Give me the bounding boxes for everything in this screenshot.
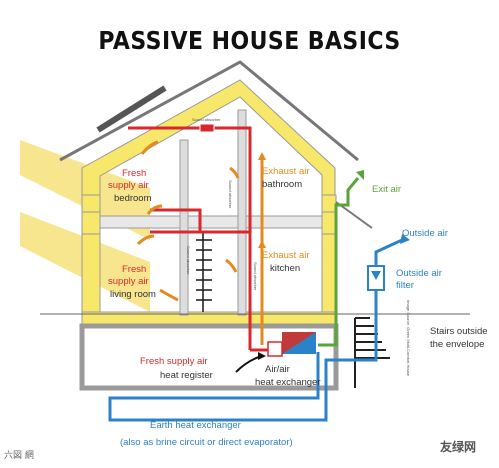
floor-slab <box>99 215 323 229</box>
column-right <box>237 109 247 316</box>
label-stairs-1: Stairs outside <box>430 326 488 337</box>
label-exit-air: Exit air <box>372 184 402 195</box>
label-sound-absorber-top: Sound absorber <box>192 117 221 122</box>
label-sound-absorber-v2: Sound absorber <box>186 246 191 275</box>
heat-register-pointer-head <box>258 352 266 360</box>
label-living-room: living room <box>110 289 156 300</box>
label-fresh-living-2: supply air <box>108 276 149 287</box>
label-heat-exchanger-2: heat exchanger <box>255 377 321 388</box>
airflow-arrows <box>136 140 240 302</box>
label-sound-absorber-v3: Sound absorber <box>253 262 258 291</box>
label-outside-air-top: Outside air <box>402 228 448 239</box>
label-heat-exchanger-1: Air/air <box>265 364 290 375</box>
label-outside-air-filter-1: Outside air <box>396 268 442 279</box>
label-fresh-supply-register: Fresh supply air <box>140 356 208 367</box>
roof-outline <box>59 60 359 162</box>
heat-register-box <box>267 341 283 357</box>
watermark-right: 友绿网 <box>440 440 477 454</box>
label-image-credit: Image Source: Green Multi-Comfort House <box>406 300 411 377</box>
exit-air-arrow <box>356 170 364 180</box>
diagram-title: PASSIVE HOUSE BASICS <box>98 26 401 55</box>
floor-slab-left-cap <box>81 211 101 235</box>
outside-stairs <box>354 317 390 388</box>
watermark-left: 六図 網 <box>4 451 34 461</box>
label-fresh-living-1: Fresh <box>122 264 147 275</box>
label-exhaust-bathroom: Exhaust air <box>262 166 310 177</box>
column-left <box>179 139 189 316</box>
supply-air-duct <box>128 126 268 352</box>
outside-air-arrow <box>400 234 410 244</box>
label-kitchen: kitchen <box>270 263 301 274</box>
label-brine-circuit: (also as brine circuit or direct evapora… <box>120 437 293 448</box>
label-earth-heat-exchanger: Earth heat exchanger <box>150 420 241 431</box>
heat-exchanger-diagonal <box>282 332 316 354</box>
exhaust-arrow-kitchen <box>258 240 266 248</box>
label-fresh-bedroom-1: Fresh <box>122 168 147 179</box>
sound-absorber-top <box>199 123 215 133</box>
solar-panel <box>96 85 167 133</box>
label-sound-absorber-v1: Sound absorber <box>228 180 233 209</box>
label-stairs-2: the envelope <box>430 339 485 350</box>
floor-slab-right-cap <box>321 211 337 235</box>
basement-outline <box>79 323 339 391</box>
label-fresh-bedroom-2: supply air <box>108 180 149 191</box>
label-bathroom: bathroom <box>262 179 303 190</box>
label-bedroom: bedroom <box>114 193 152 204</box>
exhaust-arrow-bathroom <box>258 152 266 160</box>
inner-staircase <box>196 232 212 312</box>
exit-air-duct <box>318 177 360 347</box>
label-heat-register: heat register <box>160 370 213 381</box>
label-outside-air-filter-2: filter <box>396 280 414 291</box>
label-exhaust-kitchen: Exhaust air <box>262 250 310 261</box>
filter-icon <box>371 271 381 280</box>
